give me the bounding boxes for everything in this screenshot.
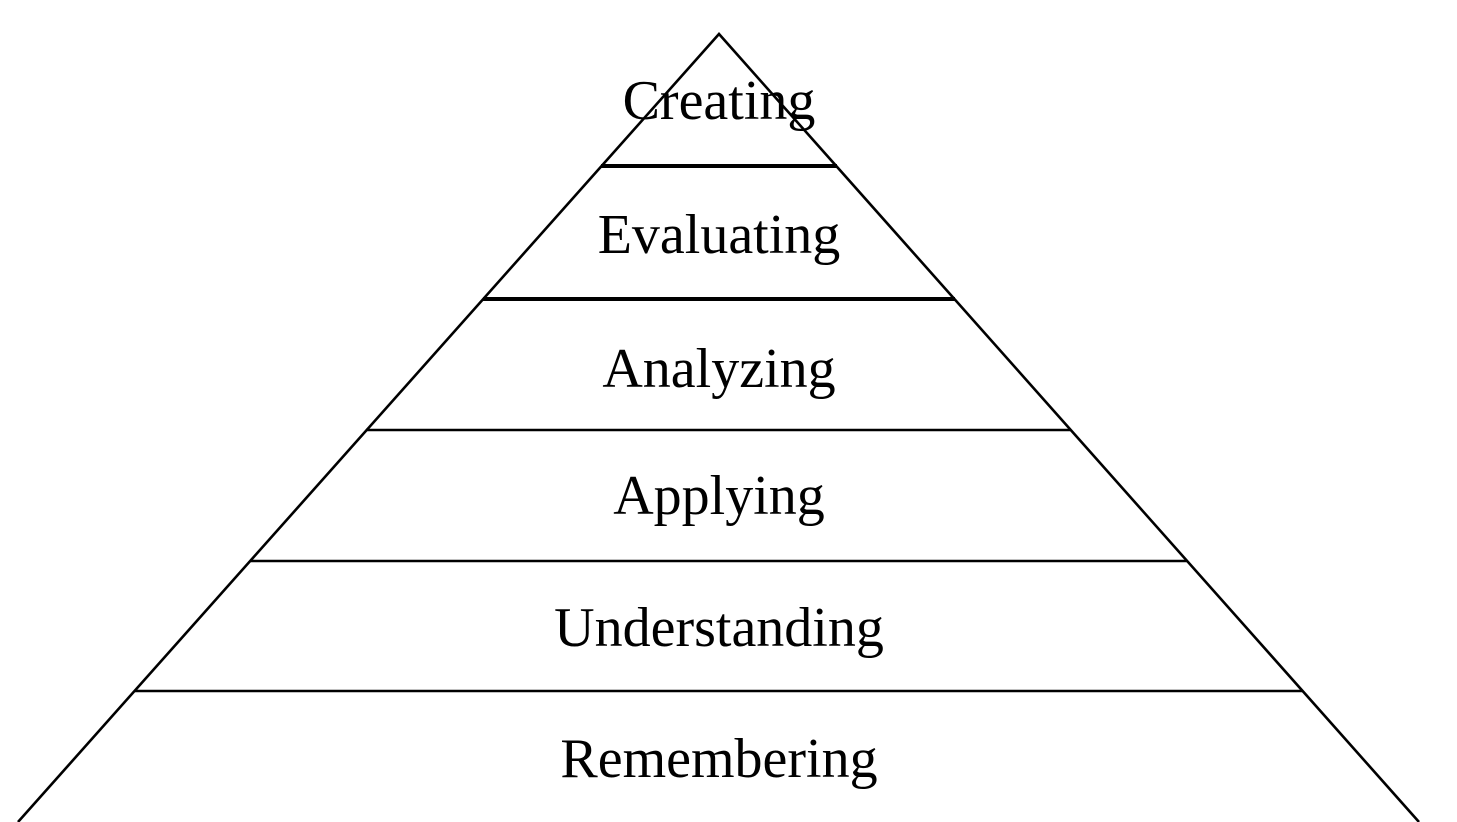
level-label-creating: Creating <box>623 70 816 132</box>
pyramid-outline <box>17 32 1420 822</box>
level-label-applying: Applying <box>613 465 825 527</box>
level-label-analyzing: Analyzing <box>602 338 835 400</box>
level-label-understanding: Understanding <box>554 597 884 659</box>
level-label-remembering: Remembering <box>560 728 877 790</box>
level-label-evaluating: Evaluating <box>598 204 841 266</box>
